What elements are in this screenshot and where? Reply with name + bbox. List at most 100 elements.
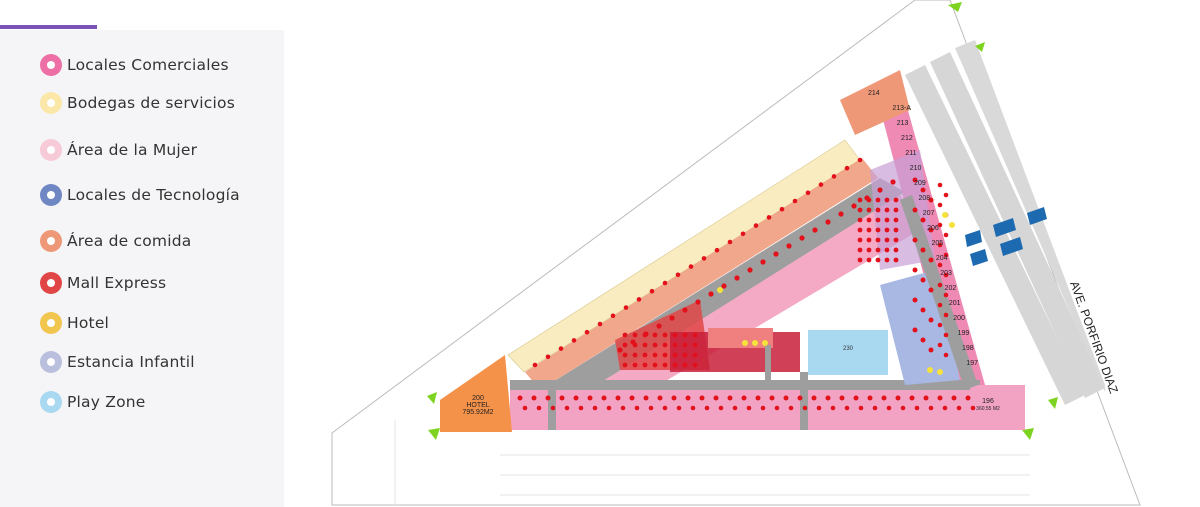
yellow-dot-icon <box>40 312 62 334</box>
seat-dot <box>564 405 570 411</box>
seat-dot <box>912 267 918 273</box>
seat-dot <box>587 395 593 401</box>
yellow-marker-dot <box>762 340 768 346</box>
seat-dot <box>914 405 920 411</box>
hotel-dots <box>717 212 955 375</box>
seat-dot <box>532 362 538 368</box>
seat-dot <box>692 362 698 368</box>
seat-dot <box>943 332 949 338</box>
seat-dot <box>657 395 663 401</box>
seat-dot <box>858 405 864 411</box>
food-band <box>525 158 878 390</box>
legend-label: Locales Comerciales <box>67 56 229 74</box>
seat-dot <box>893 197 899 203</box>
cream-dot-icon <box>40 92 62 114</box>
seat-dot <box>857 227 863 233</box>
seat-dot <box>839 395 845 401</box>
unit-number-label: 202 <box>945 285 957 292</box>
seat-dot <box>802 405 808 411</box>
unit-number-label: 208 <box>918 195 930 202</box>
seat-dot <box>652 362 658 368</box>
seat-dot <box>727 395 733 401</box>
unit-number-label: 213-A <box>892 105 911 112</box>
unit-number-label: 209 <box>914 180 926 187</box>
bottom-corridor <box>510 380 980 390</box>
legend-label: Locales de Tecnología <box>67 186 240 204</box>
seat-dot <box>893 217 899 223</box>
hotel-block <box>440 355 512 432</box>
unit-number-label: 212 <box>901 135 913 142</box>
seat-dot <box>632 352 638 358</box>
unit-number-label: 214 <box>868 90 880 97</box>
seat-dot <box>937 302 943 308</box>
seat-dot <box>774 405 780 411</box>
legend-item-locales-comerciales[interactable]: Locales Comerciales <box>40 53 229 77</box>
seat-dot <box>760 259 766 265</box>
legend-item-area-de-la-mujer[interactable]: Área de la Mujer <box>40 138 197 162</box>
seat-dot <box>669 315 675 321</box>
seat-dot <box>610 313 616 319</box>
seat-dot <box>656 323 662 329</box>
legend-item-mall-express[interactable]: Mall Express <box>40 271 166 295</box>
seat-dot <box>662 405 668 411</box>
seat-dot <box>662 352 668 358</box>
seat-dot <box>937 182 943 188</box>
seat-dot <box>884 257 890 263</box>
seat-dot <box>830 405 836 411</box>
seat-dot <box>866 207 872 213</box>
legend-item-play-zone[interactable]: Play Zone <box>40 390 146 414</box>
legend-item-bodegas-de-servicios[interactable]: Bodegas de servicios <box>40 91 235 115</box>
seat-dot <box>928 317 934 323</box>
pink-dot-icon <box>40 54 62 76</box>
legend-item-estancia-infantil[interactable]: Estancia Infantil <box>40 350 195 374</box>
seat-dot <box>592 405 598 411</box>
seat-dot <box>573 395 579 401</box>
unit-196-block <box>970 385 1025 430</box>
seat-dot <box>816 405 822 411</box>
seat-dot <box>615 395 621 401</box>
seat-dot <box>875 227 881 233</box>
legend-label: Área de comida <box>67 232 192 250</box>
blue-dot-icon <box>40 184 62 206</box>
seat-dot <box>831 174 837 179</box>
seat-dot <box>766 215 772 220</box>
seat-dot <box>632 362 638 368</box>
seat-dot <box>704 405 710 411</box>
seat-dot <box>783 395 789 401</box>
seat-dot <box>872 405 878 411</box>
right-unit-labels: 214213-A21321221121020920820720620520420… <box>868 90 978 367</box>
seat-dot <box>545 395 551 401</box>
seat-dot <box>727 239 733 245</box>
seat-dot <box>786 243 792 249</box>
seat-dot <box>688 264 694 269</box>
seat-dot <box>662 280 668 286</box>
legend-item-area-de-comida[interactable]: Área de comida <box>40 229 191 253</box>
seat-dot <box>844 405 850 411</box>
salmon-dot-icon <box>40 230 62 252</box>
unit-number-label: 199 <box>958 330 970 337</box>
legend-item-locales-de-tecnologia[interactable]: Locales de Tecnología <box>40 183 240 207</box>
seat-dot <box>517 395 523 401</box>
seat-dot <box>672 332 678 338</box>
yellow-marker-dot <box>942 212 948 218</box>
seat-dot <box>773 251 779 257</box>
seat-dot <box>920 307 926 313</box>
seat-dot <box>714 247 720 253</box>
seat-dot <box>652 332 658 338</box>
seat-dot <box>682 342 688 348</box>
floor-plan-svg: AVE. PORFIRIO DIAZ 200 HOTEL 795.92M2 23… <box>331 0 1141 506</box>
seat-dot <box>718 405 724 411</box>
legend-label: Área de la Mujer <box>67 141 198 159</box>
legend-item-hotel[interactable]: Hotel <box>40 311 109 335</box>
seat-dot <box>895 395 901 401</box>
legend-label: Hotel <box>67 314 110 332</box>
seat-dot <box>622 362 628 368</box>
seat-dot <box>558 346 564 351</box>
seat-dot <box>937 282 943 288</box>
seat-dot <box>797 395 803 401</box>
light-blue-dot-icon <box>40 391 62 413</box>
seat-dot <box>920 337 926 343</box>
seat-dot <box>601 395 607 401</box>
floor-plan-map[interactable]: AVE. PORFIRIO DIAZ 200 HOTEL 795.92M2 23… <box>300 0 1200 507</box>
seat-dot <box>943 312 949 318</box>
